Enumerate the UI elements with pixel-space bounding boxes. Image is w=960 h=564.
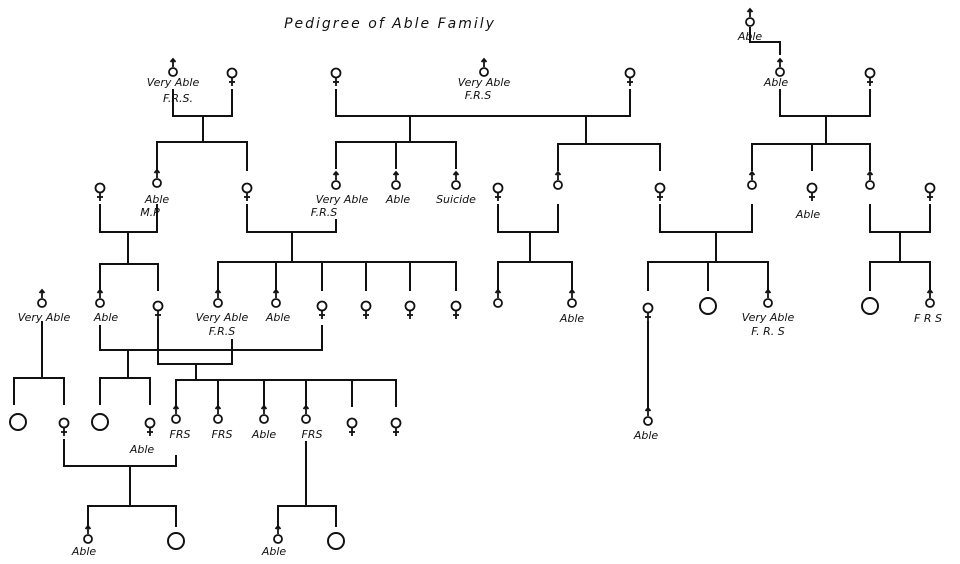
unknown-sex-icon [91, 413, 109, 431]
diagram-title: Pedigree of Able Family [284, 16, 496, 32]
person-label: Very Able [196, 311, 249, 324]
person-label: F.R.S [465, 89, 492, 102]
person-label: M.P [140, 206, 160, 219]
unknown-sex-icon [699, 297, 717, 315]
male-icon [747, 170, 757, 190]
male-icon [95, 288, 105, 308]
person-label: Able [795, 208, 821, 221]
person-label: FRS [212, 428, 233, 441]
male-icon [83, 524, 93, 544]
person-label: Able [633, 429, 659, 442]
female-icon [330, 67, 342, 86]
male-icon [168, 57, 178, 77]
person-label: Able [385, 193, 411, 206]
female-icon [58, 67, 936, 436]
female-icon [450, 300, 462, 319]
male-icon [775, 57, 785, 77]
male-icon [643, 406, 653, 426]
male-icon [567, 288, 577, 308]
unknown-sex-icon [9, 413, 27, 431]
person-label: Able [261, 545, 287, 558]
female-icon [58, 417, 70, 436]
female-icon [624, 67, 636, 86]
person-label: Very Able [458, 76, 511, 89]
female-icon [152, 300, 164, 319]
female-icon [144, 417, 156, 436]
labels: Pedigree of Able Family Able Very Able F… [18, 16, 942, 558]
female-icon [316, 300, 328, 319]
person-label: Able [737, 30, 763, 43]
female-icon [404, 300, 416, 319]
female-icon [94, 182, 106, 201]
male-icon [451, 170, 461, 190]
person-label: F.R.S [311, 206, 338, 219]
person-label: Very Able [18, 311, 71, 324]
male-icon [37, 7, 935, 544]
person-label: F.R.S [209, 325, 236, 338]
male-icon [331, 170, 341, 190]
female-icon [241, 182, 253, 201]
person-label: Able [144, 193, 170, 206]
male-icon [152, 168, 162, 188]
unknown-sex-icon [9, 297, 879, 550]
male-icon [273, 524, 283, 544]
person-label: Able [763, 76, 789, 89]
unknown-sex-icon [167, 532, 185, 550]
person-label: Very Able [316, 193, 369, 206]
person-label: Suicide [436, 193, 476, 206]
male-icon [37, 288, 47, 308]
female-icon [390, 417, 402, 436]
person-label: Very Able [147, 76, 200, 89]
male-icon [171, 404, 181, 424]
male-icon [865, 170, 875, 190]
male-icon [213, 288, 223, 308]
female-icon [806, 182, 818, 201]
person-label: F R S [914, 312, 942, 325]
person-label: Able [129, 443, 155, 456]
unknown-sex-icon [861, 297, 879, 315]
female-icon [642, 302, 654, 321]
male-icon [745, 7, 755, 27]
male-icon [391, 170, 401, 190]
person-label: Very Able [742, 311, 795, 324]
male-icon [553, 170, 563, 190]
unknown-sex-icon [327, 532, 345, 550]
person-label: FRS [302, 428, 323, 441]
female-icon [346, 417, 358, 436]
person-label: Able [559, 312, 585, 325]
person-label: FRS [170, 428, 191, 441]
person-label: Able [251, 428, 277, 441]
male-icon [925, 288, 935, 308]
male-icon [479, 57, 489, 77]
female-icon [864, 67, 876, 86]
male-icon [493, 288, 503, 308]
connector-lines [13, 27, 931, 527]
male-icon [213, 404, 223, 424]
person-label: F.R.S. [163, 92, 193, 105]
person-label: Able [265, 311, 291, 324]
person-label: Able [71, 545, 97, 558]
female-icon [924, 182, 936, 201]
female-icon [360, 300, 372, 319]
male-icon [301, 404, 311, 424]
male-icon [259, 404, 269, 424]
female-icon [492, 182, 504, 201]
person-label: F. R. S [751, 325, 785, 338]
person-label: Able [93, 311, 119, 324]
female-icon [226, 67, 238, 86]
male-icon [763, 288, 773, 308]
female-icon [654, 182, 666, 201]
male-icon [271, 288, 281, 308]
